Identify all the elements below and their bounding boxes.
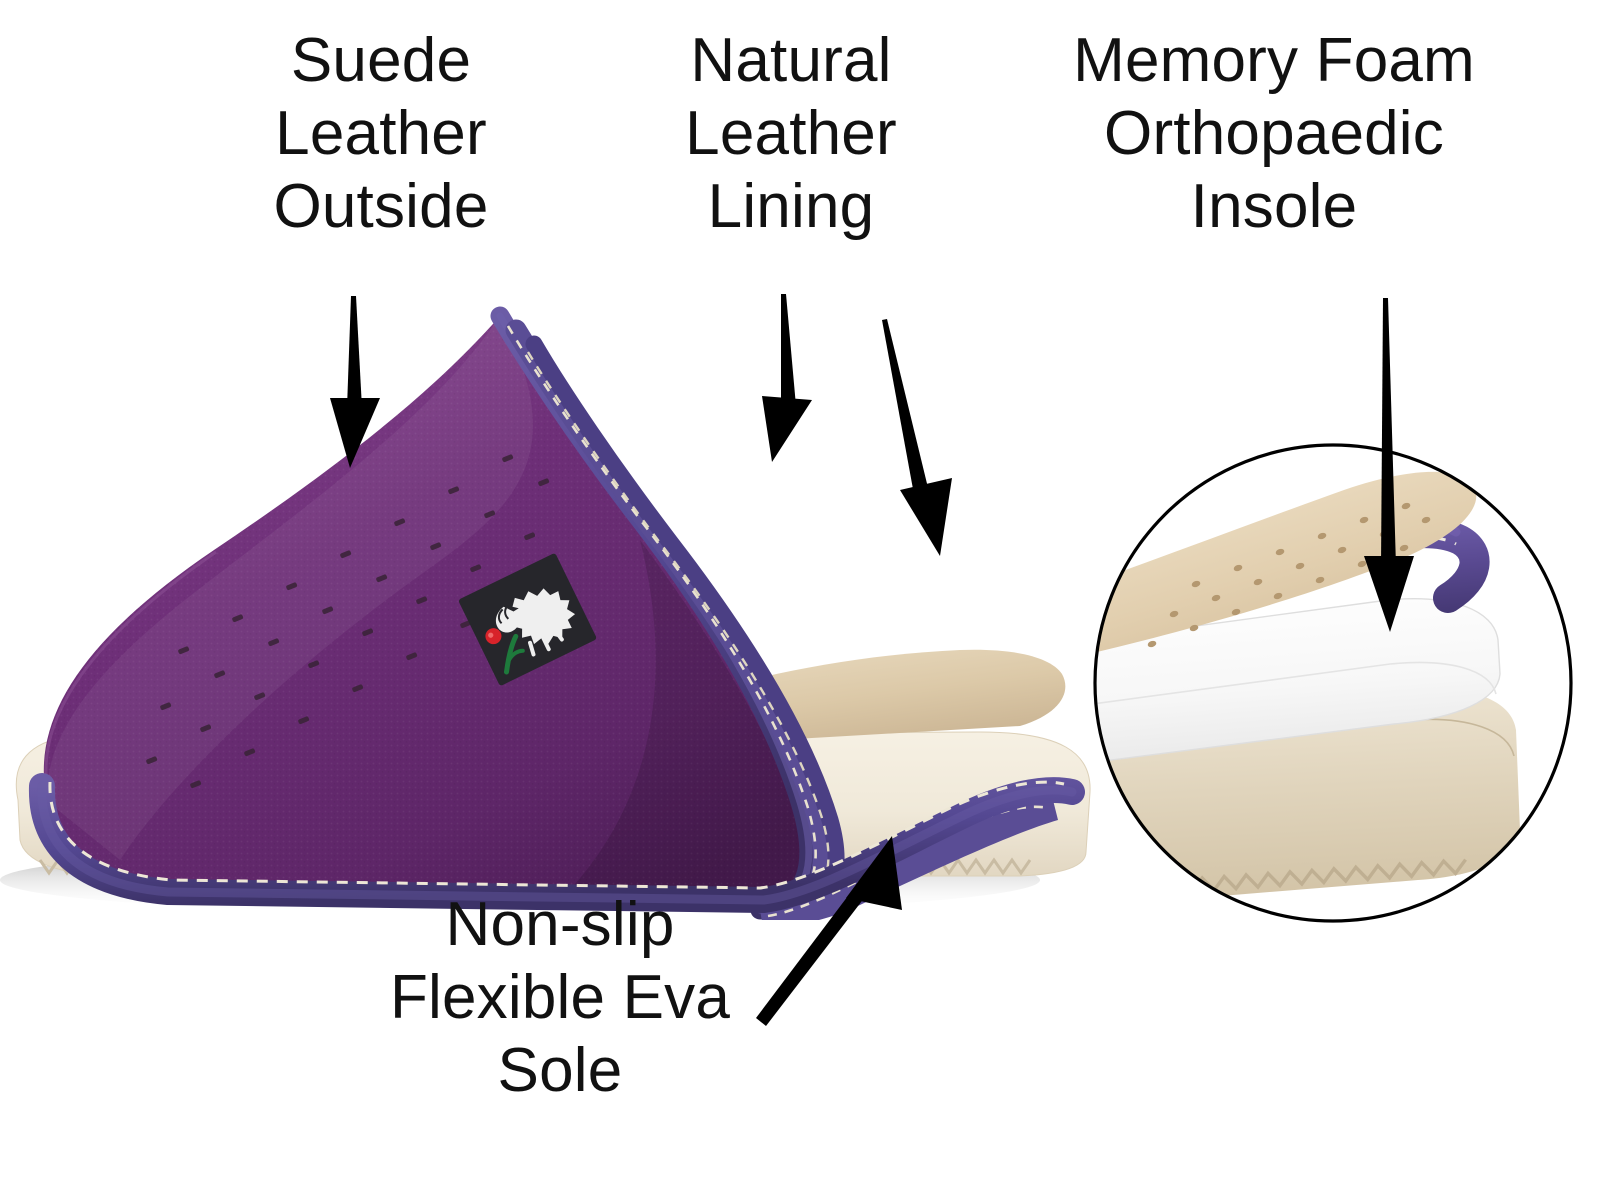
magnifier-ring bbox=[1093, 443, 1573, 923]
callout-memory-foam-insole: Memory Foam Orthopaedic Insole bbox=[1073, 26, 1475, 242]
arrow-insole-icon bbox=[1364, 298, 1414, 632]
suede-perforations bbox=[146, 454, 550, 789]
insole-perforations bbox=[1147, 502, 1431, 648]
callout-suede-leather-outside: Suede Leather Outside bbox=[273, 26, 489, 242]
sheep-logo-tag bbox=[459, 553, 597, 686]
welt-trim bbox=[28, 773, 1085, 914]
arrow-lining-right-icon bbox=[882, 319, 952, 556]
slipper-vector bbox=[0, 306, 1091, 927]
toe-highlight bbox=[44, 550, 217, 775]
insole-magnifier bbox=[1088, 438, 1578, 928]
arrow-lining-left-icon bbox=[762, 294, 812, 462]
callout-natural-leather-lining: Natural Leather Lining bbox=[685, 26, 897, 242]
callout-non-slip-eva-sole: Non-slip Flexible Eva Sole bbox=[389, 890, 731, 1106]
arrow-sole-icon bbox=[756, 836, 902, 1026]
magnifier-vector bbox=[1093, 443, 1573, 923]
magnifier-contents bbox=[1095, 445, 1571, 921]
arrow-suede-icon bbox=[330, 296, 380, 468]
slipper-illustration bbox=[0, 300, 1160, 927]
